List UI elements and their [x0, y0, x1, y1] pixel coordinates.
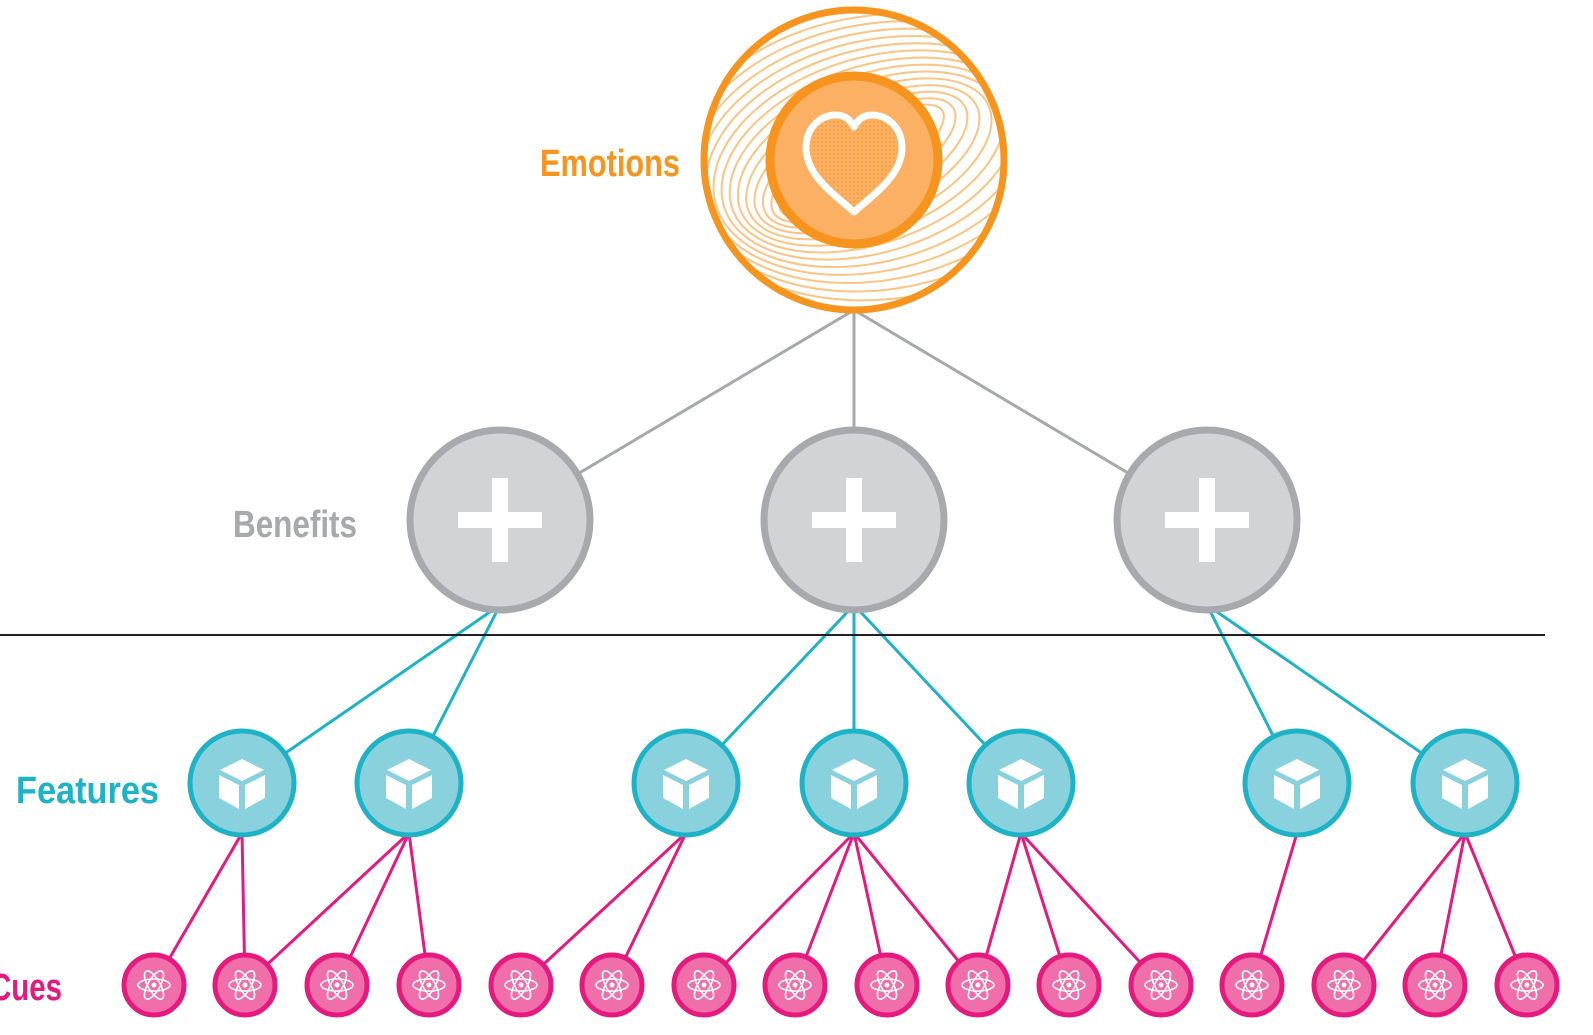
- cue-node: [1402, 952, 1468, 1018]
- benefits-label: Benefits: [233, 504, 357, 546]
- feature-node: [1242, 728, 1352, 838]
- atom-icon: [1327, 970, 1361, 1000]
- cue-node: [854, 952, 920, 1018]
- connector-line: [1019, 831, 1163, 987]
- benefit-node: [406, 426, 594, 614]
- cue-node: [121, 952, 187, 1018]
- cube-icon: [1442, 759, 1488, 809]
- cue-node: [212, 952, 278, 1018]
- cue-node: [488, 952, 554, 1018]
- connector-line: [852, 832, 980, 986]
- atom-icon: [1052, 970, 1086, 1000]
- cue-node: [1311, 952, 1377, 1018]
- swirl-line: [706, 27, 1002, 293]
- atom-icon: [778, 970, 812, 1000]
- swirl-line: [712, 49, 1002, 269]
- emotions-label: Emotions: [540, 143, 680, 185]
- feature-node: [1410, 728, 1520, 838]
- plus-icon: [1165, 478, 1249, 562]
- cue-node: [762, 952, 828, 1018]
- benefit-node: [760, 426, 948, 614]
- cue-node: [579, 952, 645, 1018]
- cube-icon: [663, 759, 709, 809]
- feature-node: [799, 728, 909, 838]
- features-row: [187, 728, 1520, 838]
- connector-line: [243, 831, 411, 987]
- cues-row: [121, 952, 1560, 1018]
- cube-icon: [386, 759, 432, 809]
- feature-node: [187, 728, 297, 838]
- atom-icon: [504, 970, 538, 1000]
- atom-icon: [228, 970, 262, 1000]
- feature-node: [354, 728, 464, 838]
- swirl-line: [720, 56, 1002, 261]
- cue-node: [945, 952, 1011, 1018]
- cues-label: Cues: [0, 967, 62, 1009]
- cube-icon: [1274, 759, 1320, 809]
- atom-icon: [961, 970, 995, 1000]
- cue-node: [1128, 952, 1194, 1018]
- plus-icon: [812, 478, 896, 562]
- atom-icon: [412, 970, 446, 1000]
- benefit-node: [1113, 426, 1301, 614]
- connector-line: [702, 831, 856, 987]
- cue-node: [1494, 952, 1560, 1018]
- cue-node: [1036, 952, 1102, 1018]
- atom-icon: [595, 970, 629, 1000]
- swirl-line: [706, 20, 1002, 302]
- atom-icon: [870, 970, 904, 1000]
- atom-icon: [687, 970, 721, 1000]
- benefits-row: [406, 426, 1301, 614]
- heart-icon: [802, 111, 906, 216]
- cue-node: [304, 952, 370, 1018]
- atom-icon: [320, 970, 354, 1000]
- connector-line: [519, 831, 688, 987]
- feature-node: [631, 728, 741, 838]
- cue-node: [671, 952, 737, 1018]
- cube-icon: [219, 759, 265, 809]
- cube-icon: [998, 759, 1044, 809]
- plus-icon: [458, 478, 542, 562]
- cue-node: [1219, 952, 1285, 1018]
- atom-icon: [1144, 970, 1178, 1000]
- connector-lines: [152, 308, 1529, 987]
- atom-icon: [137, 970, 171, 1000]
- cue-node: [396, 952, 462, 1018]
- features-label: Features: [16, 770, 159, 812]
- feature-node: [966, 728, 1076, 838]
- atom-icon: [1235, 970, 1269, 1000]
- atom-icon: [1418, 970, 1452, 1000]
- atom-icon: [1510, 970, 1544, 1000]
- cube-icon: [831, 759, 877, 809]
- emotions-node: [700, 6, 1008, 314]
- swirl-line: [706, 34, 1002, 285]
